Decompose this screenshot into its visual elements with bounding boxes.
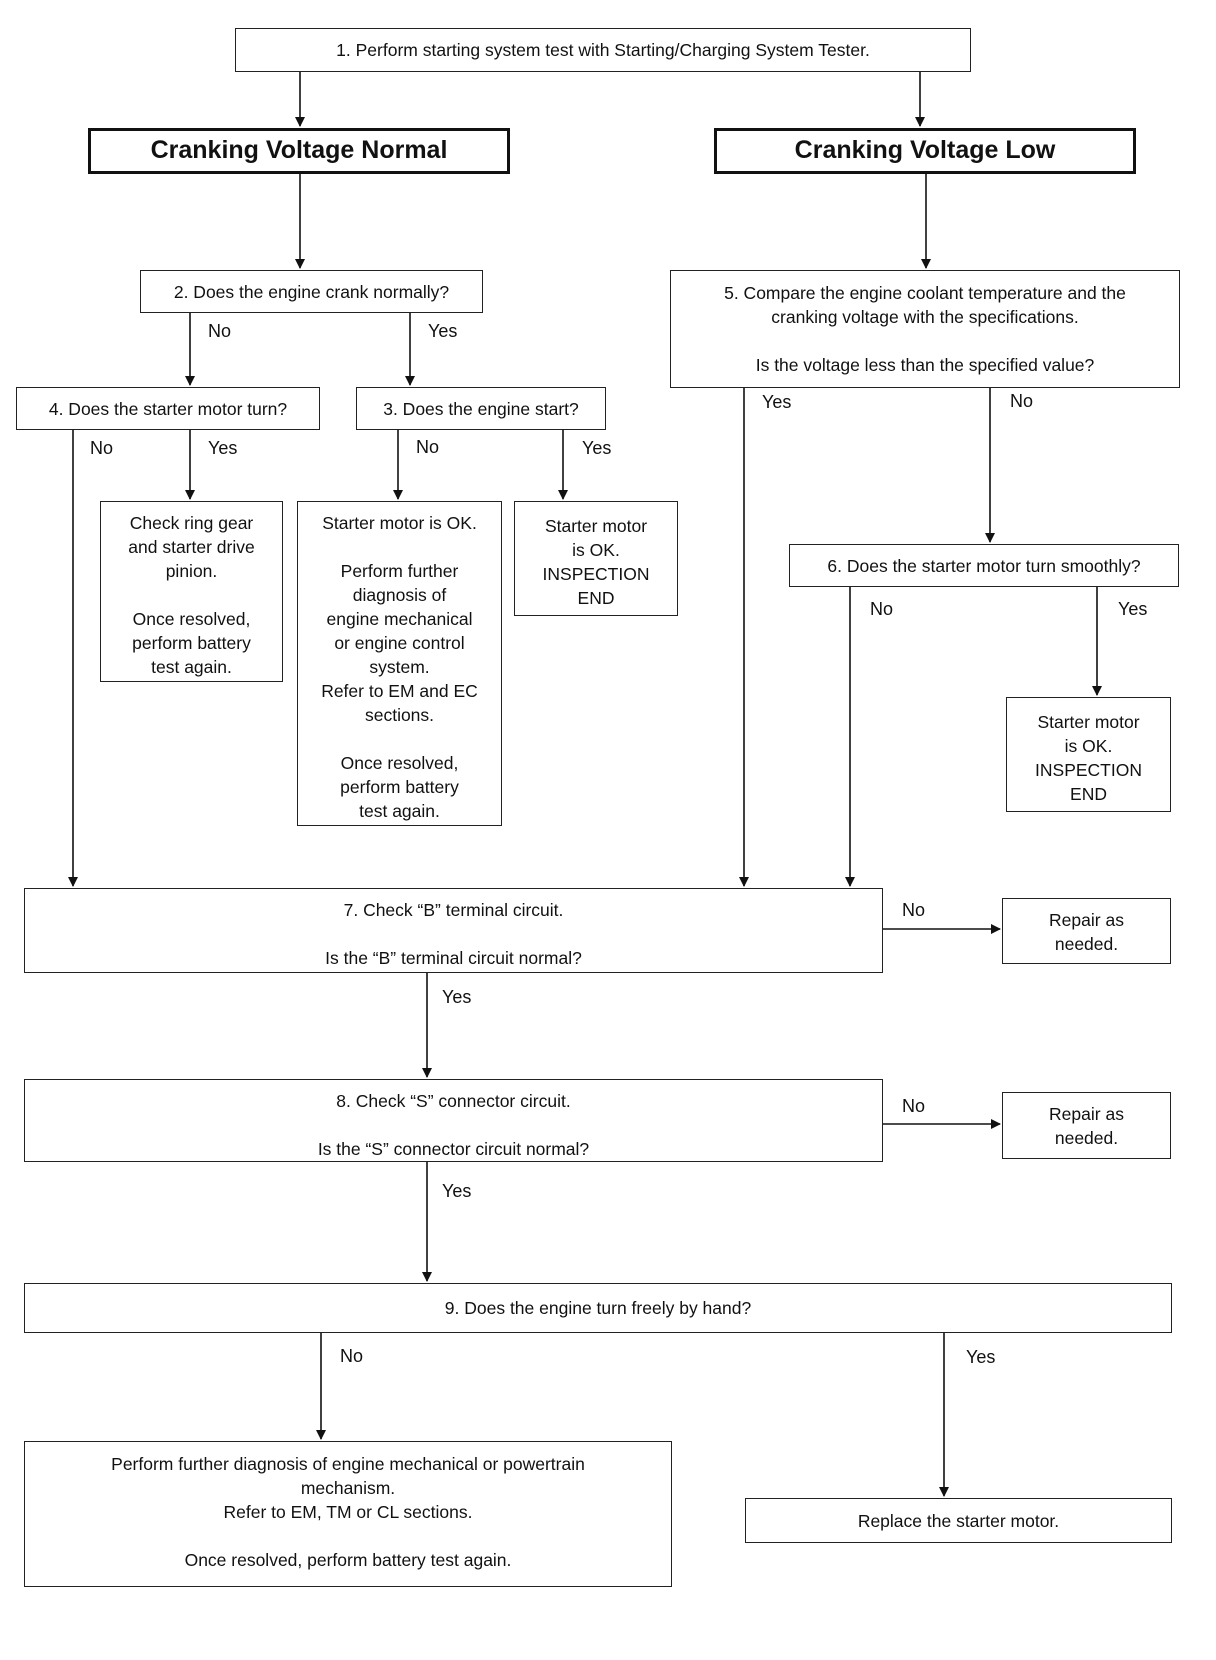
box-text-line: mechanism. — [300, 1478, 396, 1498]
box-text-line: Cranking Voltage Normal — [150, 136, 448, 164]
box-text-line: 3. Does the engine start? — [383, 399, 579, 419]
box-text-line: needed. — [1054, 1128, 1119, 1148]
box-text-line: Is the “S” connector circuit normal? — [317, 1139, 590, 1159]
box-text-line: system. — [369, 657, 430, 677]
box-text-line: test again. — [151, 657, 232, 677]
box-text-line: Perform further diagnosis of engine mech… — [111, 1454, 585, 1474]
box-text-line: END — [1070, 784, 1107, 804]
box-text-line — [298, 535, 501, 559]
box-text-line: needed. — [1054, 934, 1119, 954]
box-text-line: 2. Does the engine crank normally? — [173, 282, 450, 302]
step-3-no-label: No — [416, 437, 440, 457]
step-6-yes-label: Yes — [1118, 599, 1148, 619]
box-text-line: 6. Does the starter motor turn smoothly? — [827, 556, 1141, 576]
step-3-box: 3. Does the engine start? — [356, 387, 606, 430]
box-text-line: is OK. — [572, 540, 620, 560]
step-7-yes-label: Yes — [442, 987, 472, 1007]
box-text-line: cranking voltage with the specifications… — [771, 307, 1079, 327]
step-4-no-label: No — [90, 438, 114, 458]
step-4-box: 4. Does the starter motor turn? — [16, 387, 320, 430]
box-text-line: 5. Compare the engine coolant temperatur… — [724, 283, 1126, 303]
box-text-line — [25, 1524, 671, 1548]
box-text-line: or engine control — [334, 633, 465, 653]
box-text-line: is OK. — [1064, 736, 1113, 756]
step-9-box: 9. Does the engine turn freely by hand? — [24, 1283, 1172, 1333]
box-text-line: Perform further — [340, 561, 459, 581]
repair-as-needed-box-2: Repair as needed. — [1002, 1092, 1171, 1159]
step-8-box: 8. Check “S” connector circuit. Is the “… — [24, 1079, 883, 1162]
step-2-no-label: No — [208, 321, 232, 341]
box-text-line: engine mechanical — [326, 609, 473, 629]
box-text-line: Check ring gear — [129, 513, 254, 533]
step-7-no-label: No — [902, 900, 926, 920]
box-text-line: Is the voltage less than the specified v… — [755, 355, 1095, 375]
box-text-line: perform battery — [340, 777, 459, 797]
box-text-line: Starter motor — [544, 516, 648, 536]
box-text-line: Refer to EM and EC — [321, 681, 478, 701]
box-text-line — [25, 1113, 882, 1137]
starter-ok-inspection-end-box-2: Starter motor is OK. INSPECTION END — [1006, 697, 1171, 812]
step-6-no-label: No — [870, 599, 894, 619]
cranking-voltage-normal-box: Cranking Voltage Normal — [88, 128, 510, 174]
box-text-line: perform battery — [132, 633, 251, 653]
step-7-box: 7. Check “B” terminal circuit. Is the “B… — [24, 888, 883, 973]
box-text-line: Replace the starter motor. — [857, 1511, 1060, 1531]
starter-ok-further-diagnosis-box: Starter motor is OK. Perform further diag… — [297, 501, 502, 826]
box-text-line: INSPECTION — [542, 564, 650, 584]
box-text-line — [25, 922, 882, 946]
step-3-yes-label: Yes — [582, 438, 612, 458]
step-2-yes-label: Yes — [428, 321, 458, 341]
step-9-yes-label: Yes — [966, 1347, 996, 1367]
box-text-line: 8. Check “S” connector circuit. — [336, 1091, 571, 1111]
further-diagnosis-powertrain-box: Perform further diagnosis of engine mech… — [24, 1441, 672, 1587]
box-text-line: Once resolved, perform battery test agai… — [184, 1550, 512, 1570]
repair-as-needed-box-1: Repair as needed. — [1002, 898, 1171, 964]
box-text-line: pinion. — [165, 561, 218, 581]
box-text-line: test again. — [359, 801, 440, 821]
box-text-line — [298, 727, 501, 751]
box-text-line: 7. Check “B” terminal circuit. — [343, 900, 564, 920]
box-text-line: END — [577, 588, 615, 608]
starter-ok-inspection-end-box-1: Starter motor is OK. INSPECTION END — [514, 501, 678, 616]
box-text-line: Repair as — [1049, 1104, 1124, 1124]
box-text-line: 4. Does the starter motor turn? — [48, 399, 288, 419]
cranking-voltage-low-box: Cranking Voltage Low — [714, 128, 1136, 174]
box-text-line: and starter drive — [128, 537, 255, 557]
box-text-line: Cranking Voltage Low — [794, 136, 1056, 164]
box-text-line: 1. Perform starting system test with Sta… — [336, 40, 870, 60]
replace-starter-motor-box: Replace the starter motor. — [745, 1498, 1172, 1543]
box-text-line: Is the “B” terminal circuit normal? — [325, 948, 582, 968]
step-5-box: 5. Compare the engine coolant temperatur… — [670, 270, 1180, 388]
box-text-line: Once resolved, — [340, 753, 459, 773]
step-1-box: 1. Perform starting system test with Sta… — [235, 28, 971, 72]
step-5-yes-label: Yes — [762, 392, 792, 412]
box-text-line: Repair as — [1049, 910, 1124, 930]
step-4-yes-label: Yes — [208, 438, 238, 458]
box-text-line: 9. Does the engine turn freely by hand? — [444, 1298, 752, 1318]
box-text-line: Starter motor is OK. — [322, 513, 477, 533]
step-2-box: 2. Does the engine crank normally? — [140, 270, 483, 313]
box-text-line: Refer to EM, TM or CL sections. — [223, 1502, 473, 1522]
box-text-line: INSPECTION — [1035, 760, 1142, 780]
step-9-no-label: No — [340, 1346, 364, 1366]
box-text-line: sections. — [364, 705, 435, 725]
box-text-line: diagnosis of — [352, 585, 447, 605]
box-text-line: Once resolved, — [132, 609, 251, 629]
step-8-no-label: No — [902, 1096, 926, 1116]
step-6-box: 6. Does the starter motor turn smoothly? — [789, 544, 1179, 587]
box-text-line: Starter motor — [1037, 712, 1140, 732]
box-text-line — [101, 583, 282, 607]
step-5-no-label: No — [1010, 391, 1034, 411]
box-text-line — [671, 329, 1179, 353]
step-8-yes-label: Yes — [442, 1181, 472, 1201]
